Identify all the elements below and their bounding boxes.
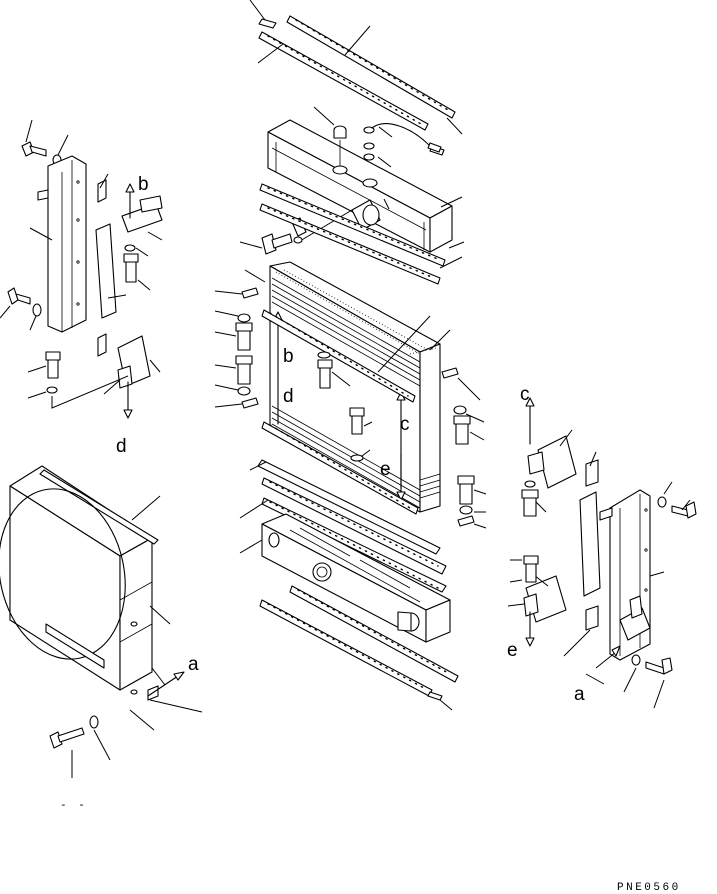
connector-label-b-left: b	[138, 174, 149, 195]
connector-label-c-center: c	[400, 414, 410, 435]
core-left-fasteners	[214, 269, 373, 462]
core-right-fasteners	[441, 367, 487, 529]
stray-mark: - -	[60, 800, 87, 812]
radiator-core	[269, 261, 451, 513]
connector-label-b-center: b	[283, 346, 294, 367]
bottom-seal-strips	[259, 585, 459, 711]
upper-tank	[267, 106, 463, 253]
upper-gaskets	[259, 183, 465, 285]
connector-label-c-right: c	[520, 384, 530, 405]
connector-label-a-left: a	[188, 654, 199, 675]
connector-label-e-center: e	[380, 459, 391, 480]
tank-bolt	[239, 233, 303, 255]
connector-label-a-right: a	[574, 684, 585, 705]
drawing-code: PNE0560	[617, 882, 681, 894]
right-side-support	[507, 397, 697, 709]
fan-shroud	[0, 465, 203, 778]
connector-label-d-left: d	[116, 436, 127, 457]
top-seal-strips	[249, 0, 463, 156]
lower-tank	[239, 513, 451, 643]
connector-label-d-center: d	[283, 386, 294, 407]
connector-label-e-right: e	[507, 640, 518, 661]
lower-gaskets	[239, 459, 447, 593]
core-side-strips	[261, 309, 419, 515]
left-side-support	[0, 119, 163, 419]
